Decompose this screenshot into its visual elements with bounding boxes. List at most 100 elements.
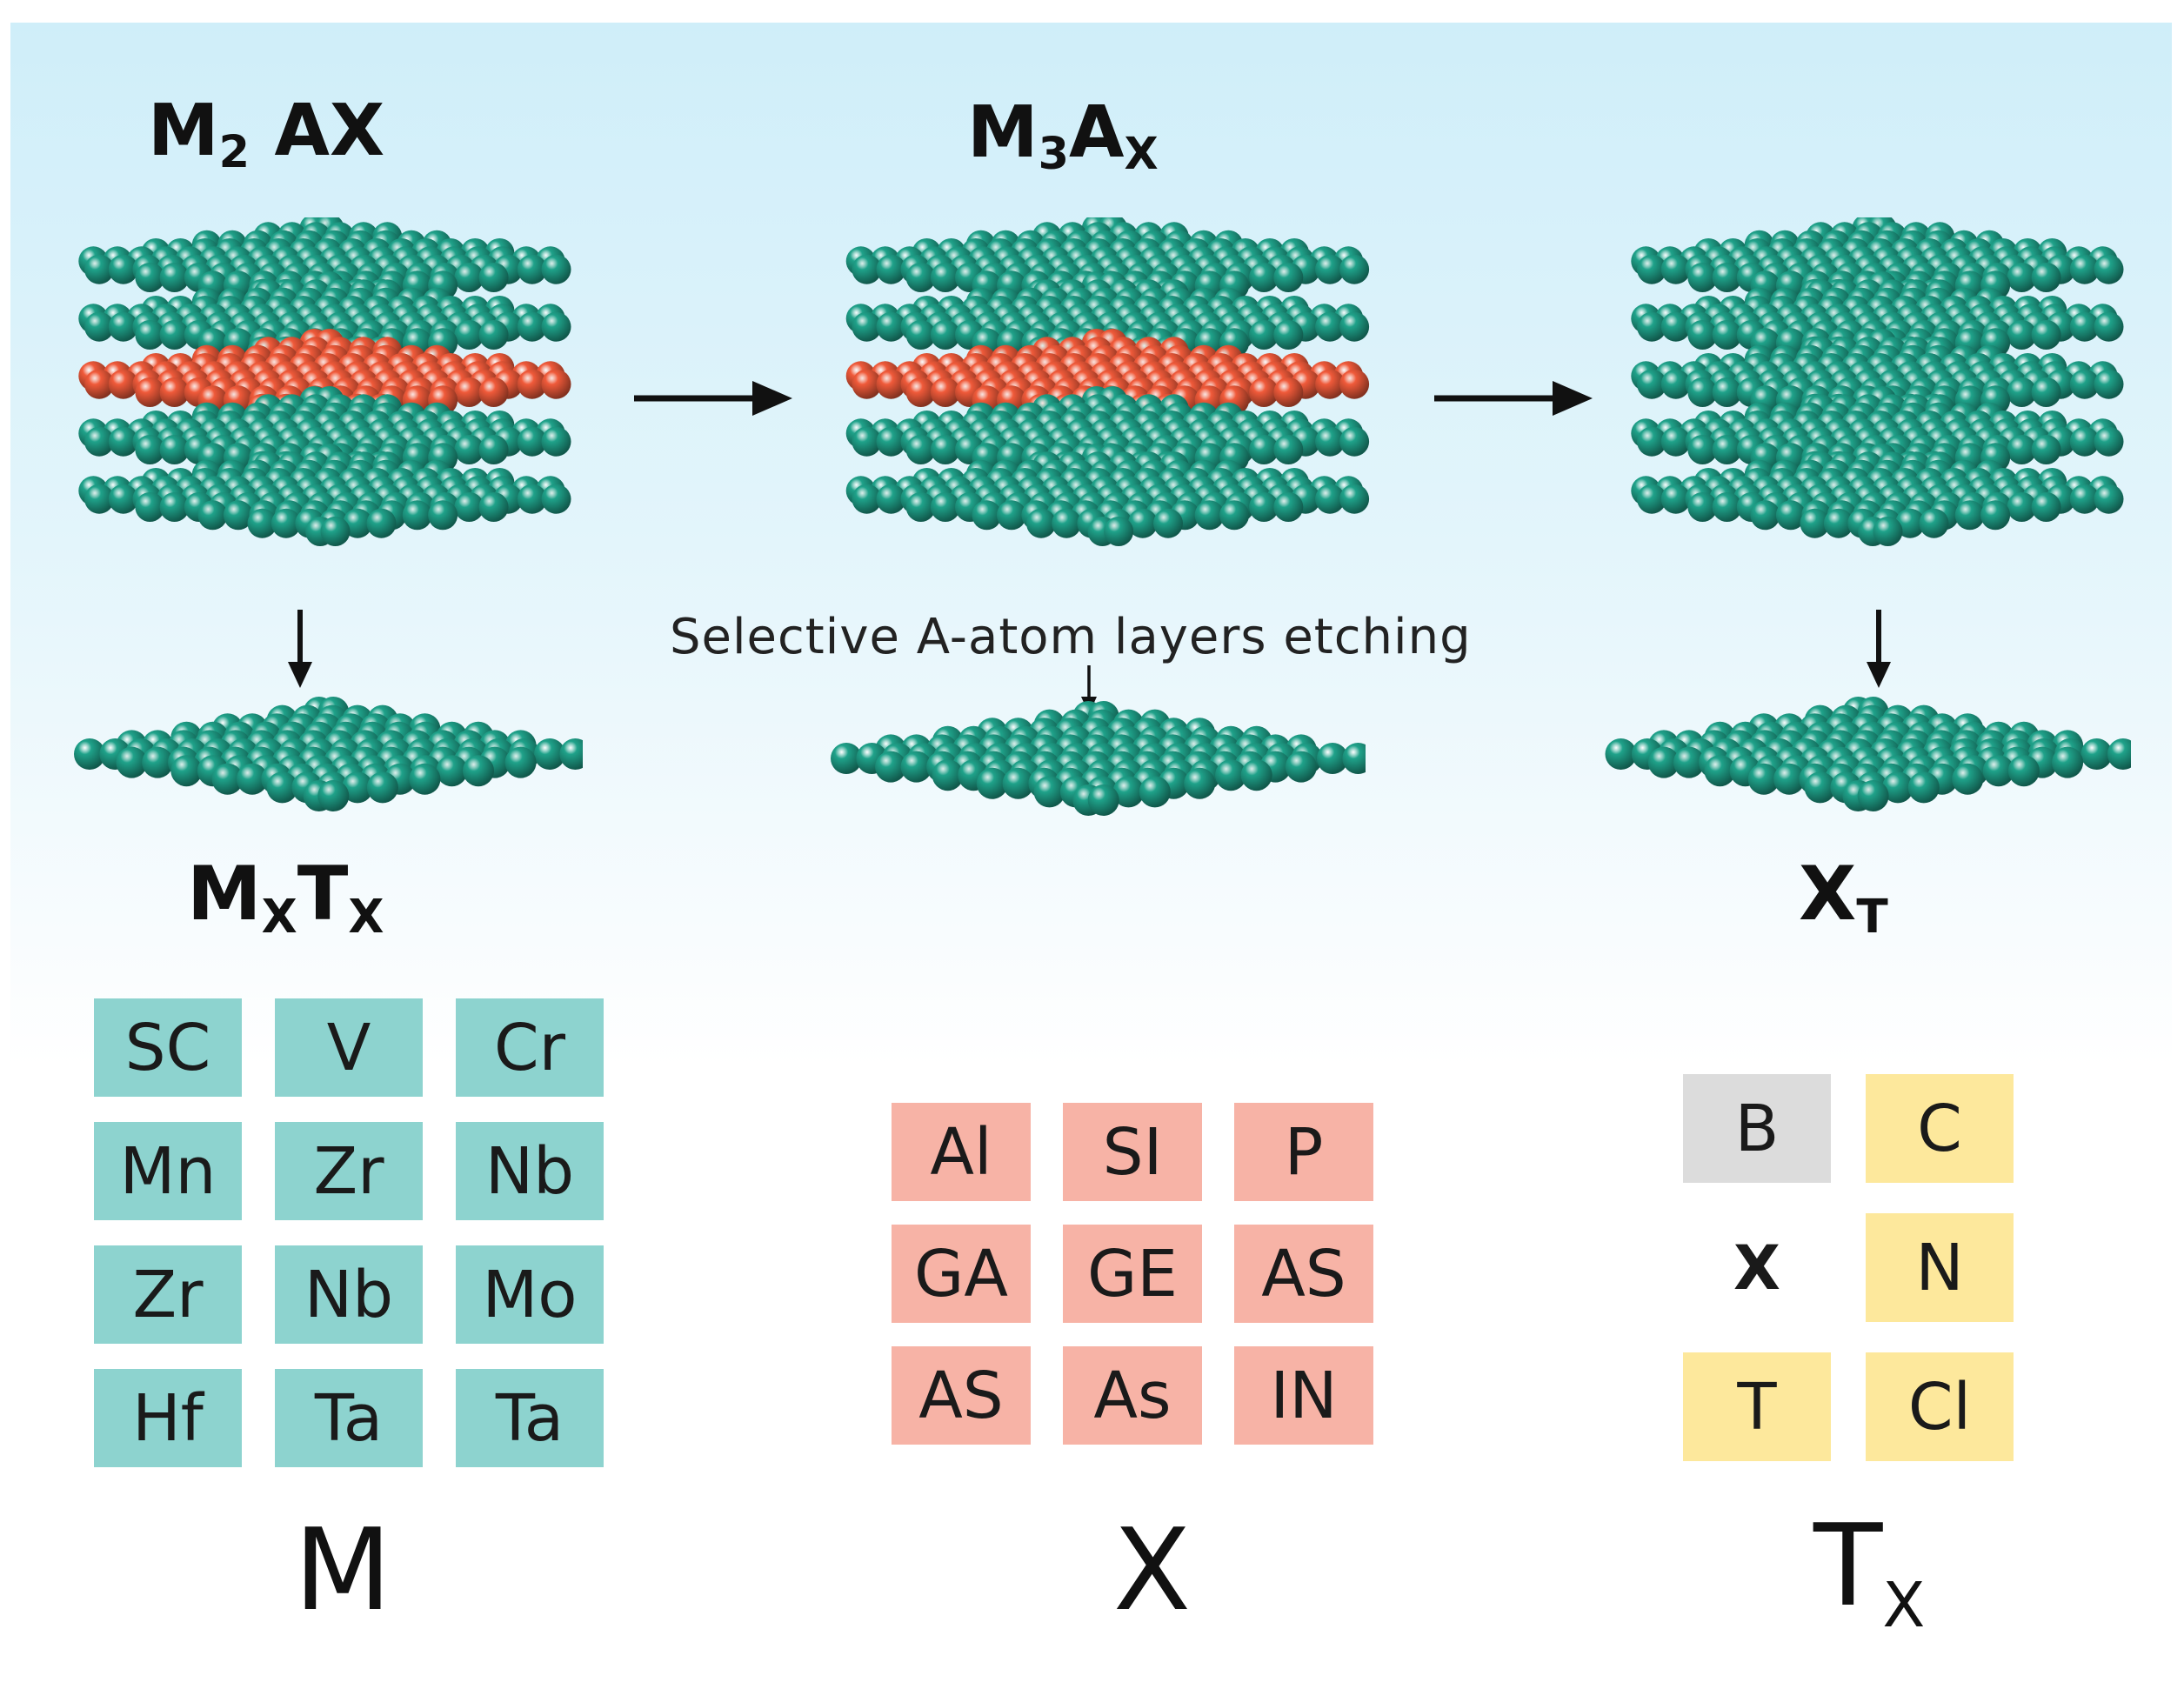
atom-sphere [932, 759, 964, 791]
atom-sphere [876, 426, 906, 457]
atom-sphere [517, 484, 547, 514]
atom-sphere [1219, 500, 1250, 531]
atom-sphere [1637, 311, 1667, 342]
atom-sphere [84, 426, 115, 457]
atom-sphere [402, 500, 432, 531]
atom-sphere [2007, 492, 2037, 522]
atom-sphere [159, 435, 190, 464]
atom-sphere [1687, 492, 1718, 522]
atom-sphere [1339, 369, 1370, 399]
atom-sphere [2007, 755, 2040, 787]
atom-sphere [2052, 746, 2084, 778]
atom-sphere [930, 263, 960, 292]
atom-sphere [905, 263, 936, 292]
atom-sphere [478, 263, 509, 292]
atom-sphere [1153, 508, 1183, 538]
atom-sphere [876, 484, 906, 514]
atom-sphere [541, 369, 571, 399]
atom-sphere [1285, 751, 1317, 783]
element-tile: AS [1234, 1225, 1373, 1323]
atom-sphere [1647, 746, 1680, 778]
atom-sphere [270, 508, 301, 538]
atom-sphere [1002, 767, 1034, 799]
m-atom-layer [1631, 444, 2124, 546]
element-tile: Nb [275, 1245, 423, 1344]
atom-sphere [930, 320, 960, 350]
atom-sphere [317, 780, 350, 811]
atom-sphere [463, 755, 494, 787]
atom-sphere [1712, 435, 1742, 464]
atom-sphere [1033, 776, 1065, 808]
atom-sphere [1273, 435, 1304, 464]
atom-sphere [517, 369, 547, 399]
atom-sphere [2094, 484, 2124, 514]
atom-sphere [366, 508, 397, 538]
atom-sphere [1637, 254, 1667, 284]
mxene-sheet-left [74, 697, 583, 811]
atom-sphere [541, 254, 571, 284]
atom-sphere [1249, 263, 1279, 292]
atom-sphere [1315, 369, 1346, 399]
atom-sphere [211, 763, 244, 795]
atom-sphere [116, 746, 148, 778]
atom-sphere [2007, 435, 2037, 464]
atom-sphere [1673, 746, 1705, 778]
atom-sphere [170, 755, 203, 787]
atom-sphere [1747, 763, 1780, 795]
atom-sphere [559, 738, 583, 770]
atom-sphere [1273, 263, 1304, 292]
atom-sphere [1800, 508, 1830, 538]
atom-sphere [1712, 492, 1742, 522]
atom-sphere [197, 500, 228, 531]
atom-sphere [1750, 500, 1780, 531]
atom-sphere [1637, 484, 1667, 514]
atom-sphere [541, 426, 571, 457]
atom-sphere [1980, 500, 2011, 531]
atom-sphere [1315, 426, 1346, 457]
atom-sphere [1857, 780, 1889, 811]
atom-sphere [876, 254, 906, 284]
mxene-monolayer [831, 701, 1366, 816]
element-tile: Cr [456, 998, 604, 1097]
element-tile: AS [892, 1346, 1031, 1445]
atom-sphere [1687, 435, 1718, 464]
atom-sphere [1687, 263, 1718, 292]
atom-sphere [320, 517, 351, 546]
atom-sphere [1895, 508, 1926, 538]
atom-sphere [2007, 377, 2037, 407]
atom-sphere [1660, 369, 1691, 399]
atom-sphere [366, 771, 398, 804]
mxene-layer-stack [1631, 217, 2124, 546]
atom-sphere [108, 311, 138, 342]
atom-sphere [1339, 311, 1370, 342]
atom-sphere [930, 492, 960, 522]
atom-sphere [142, 746, 174, 778]
atom-sphere [541, 311, 571, 342]
atom-sphere [2094, 311, 2124, 342]
atom-sphere [436, 755, 468, 787]
arrow-down-right [1867, 610, 1891, 688]
atom-sphere [159, 377, 190, 407]
atom-sphere [1127, 508, 1158, 538]
atom-sphere [1687, 377, 1718, 407]
element-tile: SI [1063, 1103, 1202, 1201]
atom-sphere [108, 426, 138, 457]
atom-sphere [2031, 377, 2061, 407]
atom-sphere [1342, 743, 1366, 774]
m-atom-layer [845, 386, 1370, 489]
atom-sphere [852, 254, 882, 284]
element-tile: Cl [1866, 1352, 2014, 1461]
atom-sphere [1249, 492, 1279, 522]
element-tile: Mo [456, 1245, 604, 1344]
atom-sphere [2094, 369, 2124, 399]
atom-sphere [1317, 743, 1348, 774]
atom-sphere [1104, 517, 1134, 546]
mxene-sheet-right [1605, 697, 2131, 811]
atom-sphere [905, 377, 936, 407]
atom-sphere [905, 435, 936, 464]
atom-sphere [2069, 426, 2100, 457]
atom-sphere [2069, 254, 2100, 284]
element-tile: As [1063, 1346, 1202, 1445]
atom-sphere [2031, 435, 2061, 464]
atom-sphere [84, 484, 115, 514]
